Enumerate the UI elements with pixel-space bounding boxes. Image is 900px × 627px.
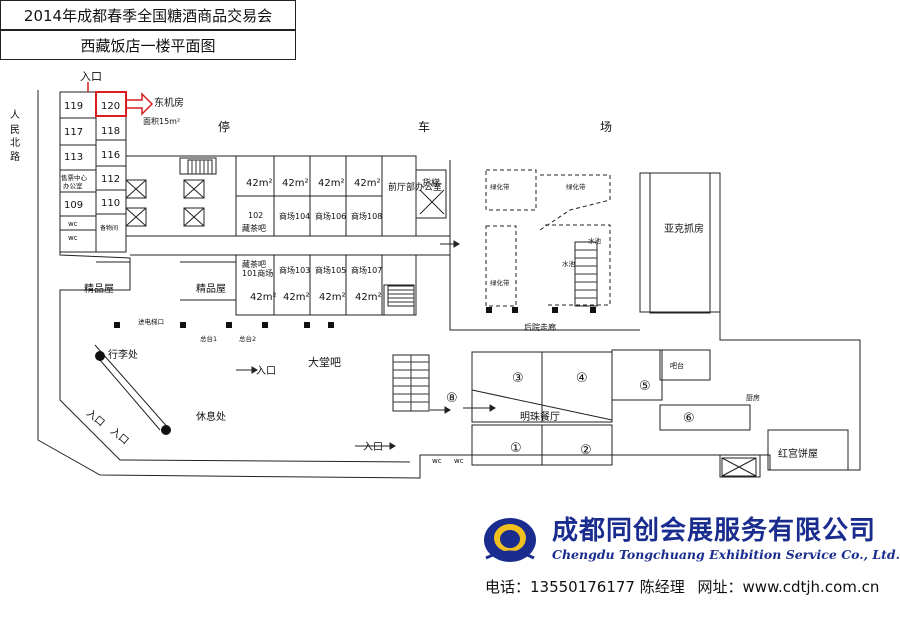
- storage-label: 备物间: [100, 224, 118, 232]
- entrance-diag-1: 入口: [84, 408, 106, 429]
- tea-bar-102-name: 藏茶吧: [242, 223, 266, 233]
- road-char-1: 人: [10, 109, 20, 121]
- room-119: 119: [64, 101, 83, 112]
- circle-num-4: ④: [576, 371, 588, 386]
- stairs-bottom: [387, 285, 415, 307]
- lobby-bar-label: 大堂吧: [308, 355, 341, 369]
- pool-label-2: 水池: [562, 259, 576, 268]
- contact-website: 网址：www.cdtjh.com.cn: [697, 578, 880, 596]
- wc-label-2: wc: [68, 234, 78, 242]
- contact-line: 电话：13550176177 陈经理 网址：www.cdtjh.com.cn: [485, 576, 887, 597]
- company-logo-icon: [484, 518, 536, 562]
- red-palace-label: 红宫饼屋: [778, 447, 818, 460]
- shop-105-name: 商场105: [315, 265, 346, 275]
- shop-107-area: 42m²: [355, 292, 381, 303]
- road-char-3: 北: [10, 137, 20, 149]
- pool-label-1: 水池: [588, 236, 602, 245]
- contact-phone: 电话：13550176177 陈经理: [485, 578, 685, 596]
- circle-num-6: ⑥: [683, 411, 695, 426]
- room-110: 110: [101, 198, 120, 209]
- kitchen-label: 厨房: [746, 393, 760, 402]
- yak-house-label: 亚克抓房: [664, 222, 704, 235]
- circle-num-8: ⑧: [446, 391, 458, 406]
- green-belt-1: [485, 169, 537, 211]
- inner-left-wall: [59, 92, 411, 463]
- shop-top-1-area: 42m²: [246, 178, 272, 189]
- parking-char-1: 停: [218, 119, 230, 134]
- tea-bar-101-shop: 101商场: [242, 268, 273, 278]
- green-belt-2: [485, 225, 517, 307]
- green-belt-label-1: 绿化带: [490, 182, 510, 191]
- shop-103-area: 42m²: [283, 292, 309, 303]
- road-char-4: 路: [10, 150, 20, 163]
- rest-area-label: 休息处: [196, 410, 226, 423]
- boutique-label-2: 精品屋: [196, 282, 226, 295]
- room-116: 116: [101, 150, 120, 161]
- front-office-label: 前厅部办公室: [388, 181, 442, 193]
- parking-char-2: 车: [418, 119, 430, 134]
- shop-106-name: 商场106: [315, 211, 346, 221]
- company-name-cn: 成都同创会展服务有限公司: [552, 516, 877, 546]
- east-room-label: 东机房: [154, 96, 184, 109]
- page-title: 2014年成都春季全国糖酒商品交易会: [0, 0, 296, 30]
- room-113: 113: [64, 152, 83, 163]
- shop-top-3-area: 42m²: [318, 178, 344, 189]
- room-112: 112: [101, 174, 120, 185]
- baggage-marker: [95, 351, 105, 361]
- entrance-diag-2: 入口: [108, 426, 130, 447]
- shop-103-name: 商场103: [279, 265, 310, 275]
- stage2-label: 总台2: [239, 334, 256, 343]
- boutique-label-1: 精品屋: [84, 282, 114, 295]
- wc-label-4: wc: [454, 457, 464, 465]
- shop-104-name: 商场104: [279, 211, 310, 221]
- bar-label: 吧台: [670, 361, 684, 370]
- elevator-block: [125, 155, 237, 237]
- tea-bar-102-num: 102: [248, 211, 263, 220]
- area-label: 面积15m²: [143, 116, 180, 126]
- room-120-arrow: [126, 92, 154, 116]
- entrance-top-label: 入口: [80, 70, 102, 83]
- wc-label-3: wc: [432, 457, 442, 465]
- road-char-2: 民: [10, 124, 20, 136]
- circle-num-1: ①: [510, 441, 522, 456]
- stage1-label: 总台1: [200, 334, 217, 343]
- green-belt-label-2: 绿化带: [566, 182, 586, 191]
- outer-wall: [37, 90, 861, 479]
- shop-108-name: 商场108: [351, 211, 382, 221]
- entrance-mid-label: 入口: [256, 366, 276, 377]
- back-corridor-label: 后院走廊: [524, 322, 556, 332]
- room-block: [59, 91, 97, 253]
- room-120: 120: [101, 101, 120, 112]
- green-belt-label-3: 绿化带: [490, 278, 510, 287]
- shop-top-2-area: 42m²: [282, 178, 308, 189]
- page-subtitle: 西藏饭店一楼平面图: [0, 30, 296, 60]
- freight-elevator-label: 货梯: [422, 177, 440, 189]
- ticket-office-label: 售票中心: [61, 173, 88, 182]
- shop-101-area: 42m²: [250, 292, 276, 303]
- pearl-restaurant-label: 明珠餐厅: [520, 410, 560, 423]
- circle-num-5: ⑤: [639, 379, 651, 394]
- ticket-office-label-2: 办公室: [63, 181, 83, 190]
- shop-107-name: 商场107: [351, 265, 382, 275]
- baggage-label: 行李处: [108, 348, 138, 361]
- circle-num-2: ②: [580, 443, 592, 458]
- circle-num-3: ③: [512, 371, 524, 386]
- shop-top-4-area: 42m²: [354, 178, 380, 189]
- left-diagonal-wall: [94, 344, 171, 431]
- rest-marker: [161, 425, 171, 435]
- parking-char-3: 场: [600, 120, 612, 134]
- wc-label-1: wc: [68, 220, 78, 228]
- tea-bar-101-name: 藏茶吧: [242, 259, 266, 269]
- room-118: 118: [101, 126, 120, 137]
- room-117: 117: [64, 127, 83, 138]
- room-120-highlight: [95, 91, 127, 117]
- elevator-entrance-label: 进电梯口: [138, 317, 164, 326]
- shop-105-area: 42m²: [319, 292, 345, 303]
- room-109: 109: [64, 200, 83, 211]
- company-name-en: Chengdu Tongchuang Exhibition Service Co…: [552, 547, 900, 562]
- entrance-bottom-label: 入口: [363, 442, 383, 453]
